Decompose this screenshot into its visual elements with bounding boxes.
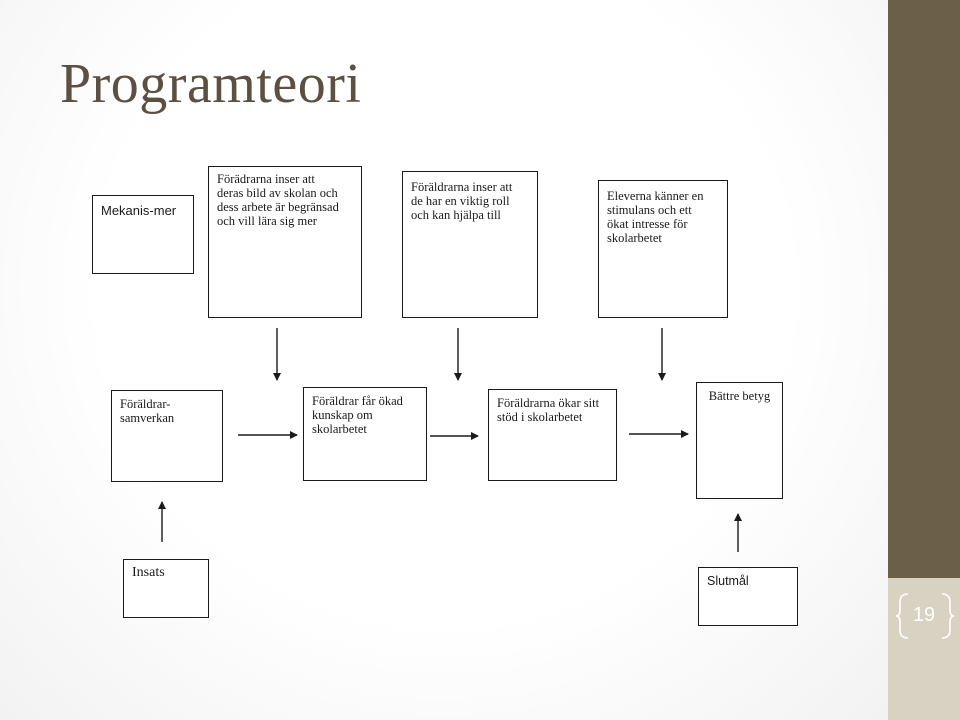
slutmal-label: Slutmål <box>707 574 749 588</box>
mechanism-box-1: Förädrarna inser att deras bild av skola… <box>208 166 362 318</box>
outcome-box-2: Föräldrar får ökad kunskap om skolarbete… <box>303 387 427 481</box>
outcome-text-2: Föräldrar får ökad kunskap om skolarbete… <box>312 394 403 436</box>
page-title: Programteori <box>60 53 362 115</box>
outcome-text-1: Föräldrar- samverkan <box>120 397 175 425</box>
outcome-box-3: Föräldrarna ökar sitt stöd i skolarbetet <box>488 389 617 481</box>
mechanism-label: Mekanis-mer <box>101 203 177 218</box>
insats-label: Insats <box>132 565 165 580</box>
arrow-layer <box>158 328 742 552</box>
mechanism-text-2: Föräldrarna inser att de har en viktig r… <box>411 180 513 222</box>
outcome-box-1: Föräldrar- samverkan <box>111 390 223 482</box>
mechanism-text-1: Förädrarna inser att deras bild av skola… <box>217 172 339 228</box>
mechanism-box-3: Eleverna känner en stimulans och ett öka… <box>598 180 728 318</box>
slide-number-bracket-icon <box>896 593 954 639</box>
outcome-text-4: Bättre betyg <box>708 389 771 403</box>
insats-box: Insats <box>123 559 209 618</box>
mechanism-label-box: Mekanis-mer <box>92 195 194 274</box>
mechanism-text-3: Eleverna känner en stimulans och ett öka… <box>607 189 704 245</box>
mechanism-box-2: Föräldrarna inser att de har en viktig r… <box>402 171 538 318</box>
outcome-text-3: Föräldrarna ökar sitt stöd i skolarbetet <box>497 396 600 424</box>
outcome-box-4: Bättre betyg <box>696 382 783 499</box>
slutmal-box: Slutmål <box>698 567 798 626</box>
slide-number: 19 <box>912 604 936 626</box>
